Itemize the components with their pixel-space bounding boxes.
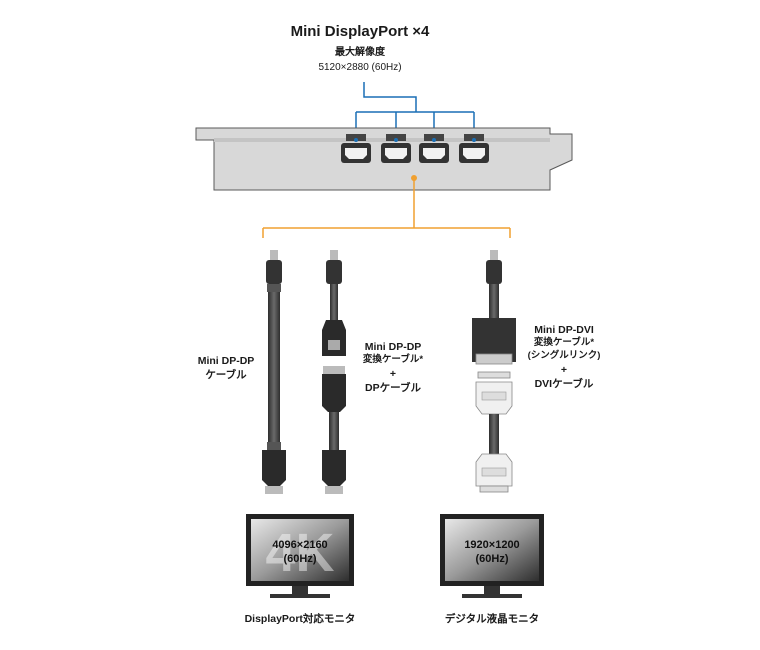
cable3-line5: DVIケーブル	[534, 377, 594, 390]
cable3-label: Mini DP-DVI 変換ケーブル* (シングルリンク) + DVIケーブル	[516, 323, 612, 391]
ports-title: Mini DisplayPort ×4	[290, 23, 430, 40]
port-2	[381, 134, 411, 163]
port-1	[341, 134, 371, 163]
cable-mini-dp-dvi-adapter	[472, 250, 516, 493]
monitor1-screen-text: 4096×2160 (60Hz)	[251, 538, 349, 567]
cable-mini-dp-dp	[262, 250, 286, 494]
monitor2-screen-text: 1920×1200 (60Hz)	[445, 538, 539, 567]
cable3-line3: (シングルリンク)	[527, 349, 601, 361]
cable1-label: Mini DP-DP ケーブル	[186, 354, 266, 382]
monitor2-resolution: 1920×1200	[464, 539, 520, 551]
monitor1-resolution: 4096×2160	[272, 539, 328, 551]
cable2-line4: DPケーブル	[365, 382, 421, 395]
displayport-monitor: 4K	[246, 514, 354, 598]
monitor-4k-badge: 4K	[265, 523, 334, 583]
max-resolution-label: 最大解像度	[335, 47, 385, 58]
cable1-line1: Mini DP-DP	[197, 355, 255, 367]
orange-connector-lines	[262, 178, 511, 238]
cable2-line2: 変換ケーブル*	[362, 354, 424, 366]
digital-lcd-monitor	[440, 514, 544, 598]
cable3-line2: 変換ケーブル*	[533, 337, 595, 349]
orange-junction-dot	[411, 175, 417, 181]
monitor1-caption: DisplayPort対応モニタ	[244, 613, 356, 625]
port-3	[419, 134, 449, 163]
max-resolution-value: 5120×2880 (60Hz)	[318, 62, 402, 73]
cable3-line1: Mini DP-DVI	[534, 324, 594, 336]
cable1-line2: ケーブル	[205, 369, 247, 382]
blue-connector-lines	[355, 82, 475, 140]
cable2-line3: +	[389, 367, 397, 380]
monitor2-caption: デジタル液晶モニタ	[444, 613, 540, 625]
cable-mini-dp-dp-adapter	[322, 250, 346, 494]
cable3-line4: +	[560, 363, 568, 376]
monitor1-refresh: (60Hz)	[283, 553, 317, 566]
cable2-label: Mini DP-DP 変換ケーブル* + DPケーブル	[348, 340, 438, 395]
monitor2-refresh: (60Hz)	[475, 553, 509, 566]
port-4	[459, 134, 489, 163]
mini-displayport-ports	[341, 134, 489, 163]
cable2-line1: Mini DP-DP	[364, 341, 422, 353]
